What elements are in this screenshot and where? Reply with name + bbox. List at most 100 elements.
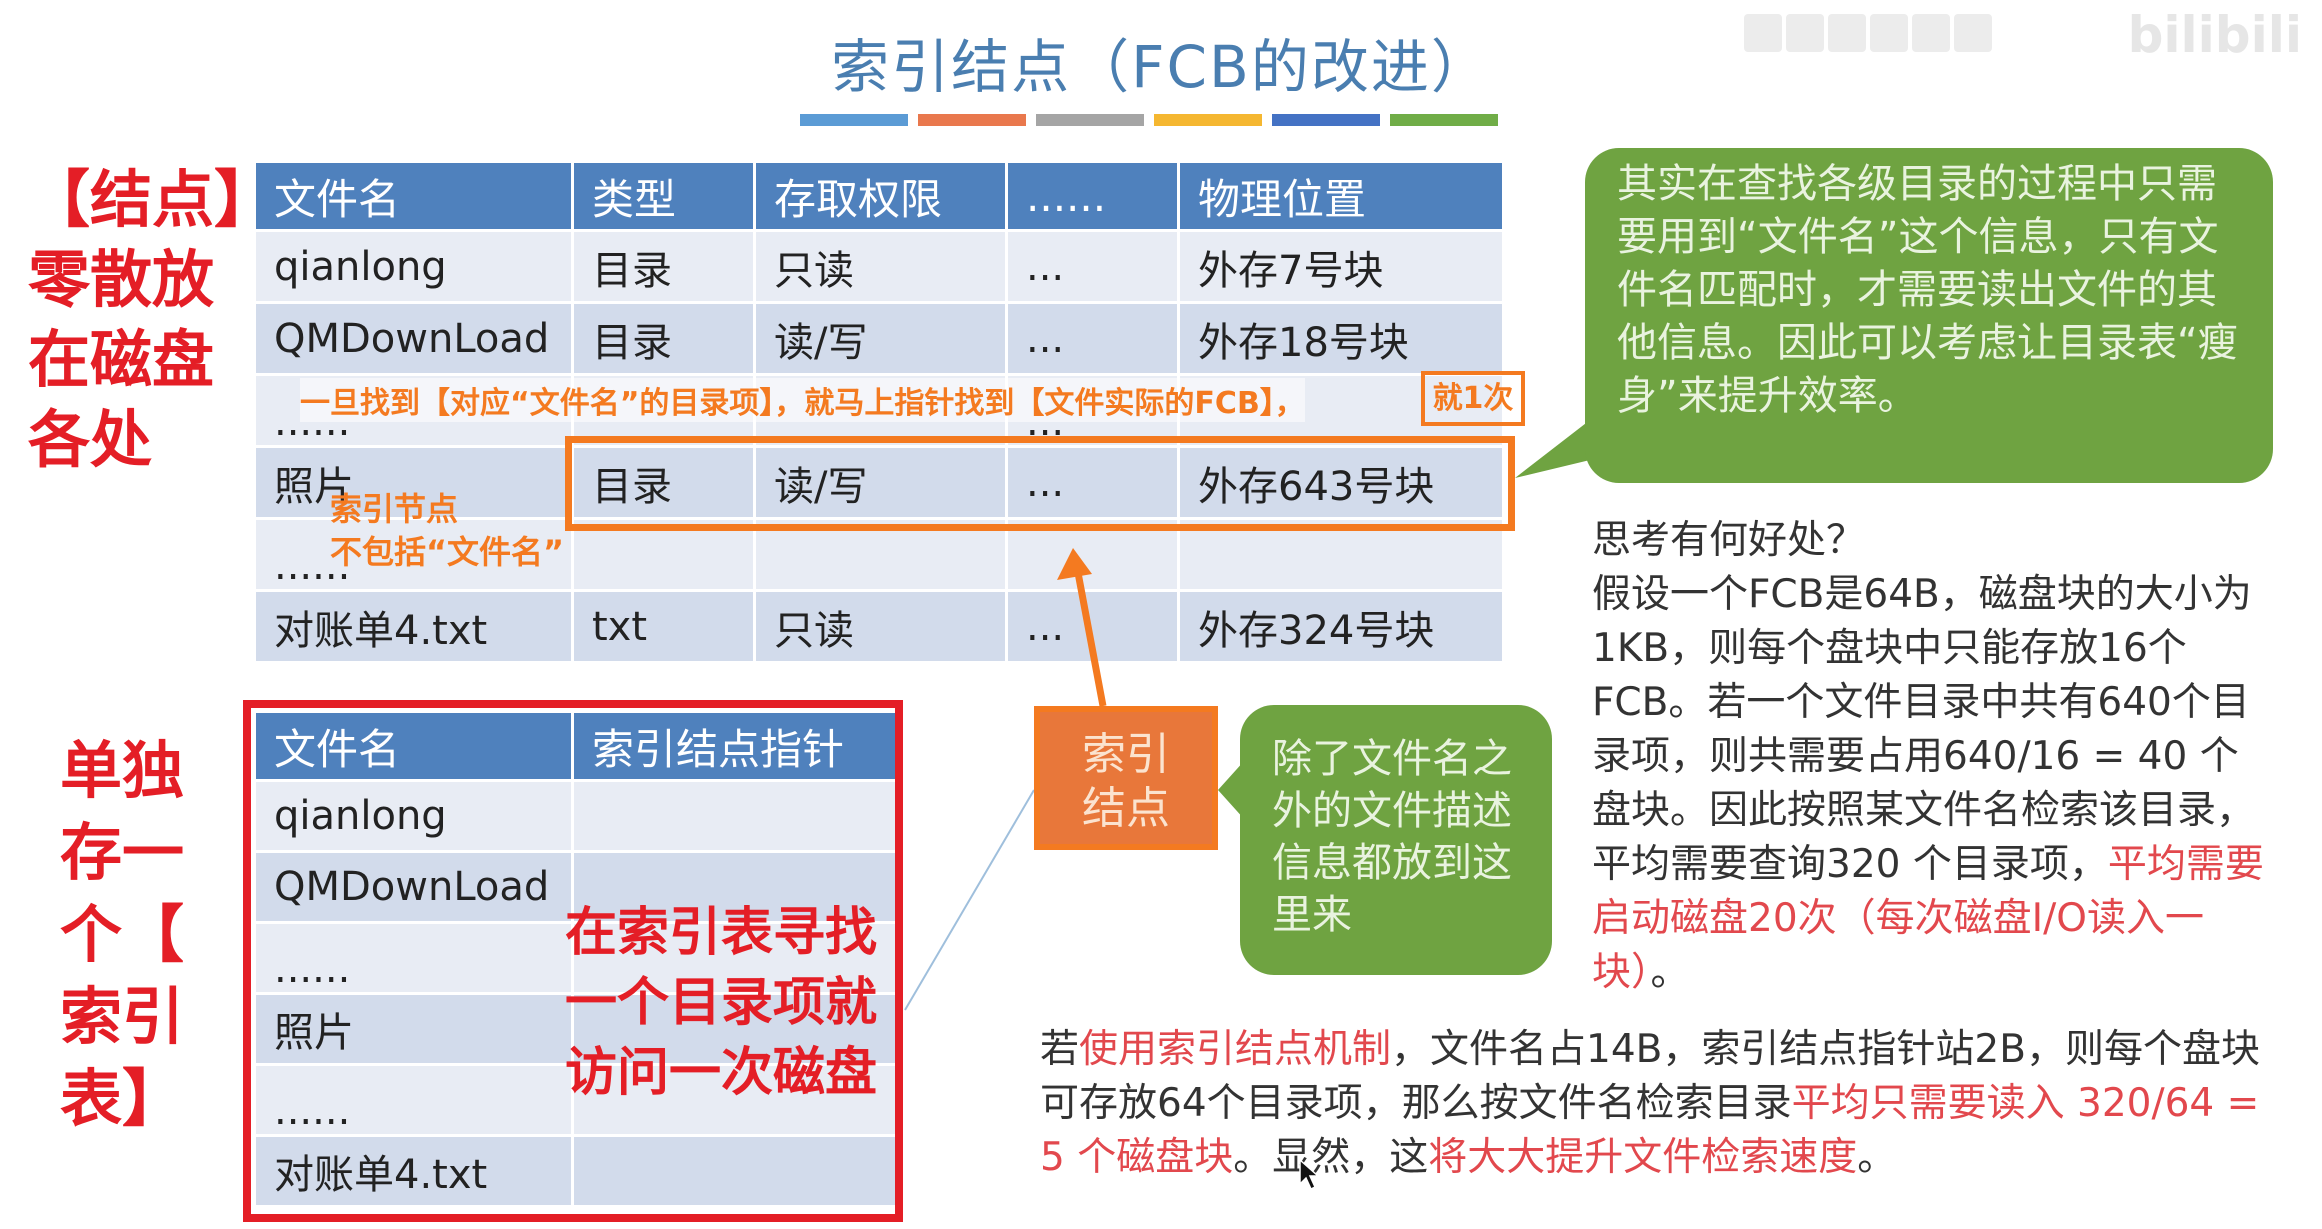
cell: ... xyxy=(1005,589,1180,664)
header-filename: 文件名 xyxy=(253,160,574,232)
cell: 对账单4.txt xyxy=(253,589,574,664)
label-nodes-scattered: 【结点】 零散放 在磁盘 各处 xyxy=(28,160,276,480)
header-filename: 文件名 xyxy=(253,710,574,782)
cell xyxy=(571,1134,899,1208)
title-color-bar xyxy=(1390,114,1498,126)
header-location: 物理位置 xyxy=(1177,160,1505,232)
analysis-question: 思考有何好处？ xyxy=(1592,518,1866,563)
cell xyxy=(571,1063,899,1137)
label-line: 各处 xyxy=(28,403,153,476)
label-line: 在磁盘 xyxy=(28,323,215,396)
bubble-tail xyxy=(1218,760,1245,820)
title-color-bar xyxy=(1154,114,1262,126)
cell: 目录 xyxy=(571,445,756,520)
label-separate-index: 单独 存一 个【 索引 表】 xyxy=(60,730,184,1140)
note-line: 访问一次磁盘 xyxy=(565,1043,878,1103)
analysis-body: 假设一个FCB是64B，磁盘块的大小为1KB，则每个盘块中只能存放16个FCB。… xyxy=(1592,572,2256,887)
mouse-cursor-icon xyxy=(1299,1158,1320,1191)
note-line: 在索引表寻找 xyxy=(565,903,878,963)
box-line: 结点 xyxy=(1082,783,1170,834)
box-line: 索引 xyxy=(1082,729,1170,780)
cell xyxy=(571,921,899,995)
title-color-bars xyxy=(800,114,1498,126)
table-row: ...... xyxy=(253,921,899,995)
cell: 外存7号块 xyxy=(1177,229,1505,304)
table-row: qianlong xyxy=(253,779,899,853)
analysis-text: 思考有何好处？ 假设一个FCB是64B，磁盘块的大小为1KB，则每个盘块中只能存… xyxy=(1592,514,2272,1000)
cell: qianlong xyxy=(253,779,574,853)
table-row: QMDownLoad 目录 读/写 ... 外存18号块 xyxy=(253,301,1505,376)
highlight-row-box xyxy=(565,436,1515,531)
text-run: 。 xyxy=(1857,1135,1897,1180)
page-title: 索引结点（FCB的改进） xyxy=(831,33,1491,101)
cell: QMDownLoad xyxy=(253,301,574,376)
label-line: 存一 xyxy=(60,816,185,889)
header-type: 类型 xyxy=(571,160,756,232)
callout-slim-directory: 其实在查找各级目录的过程中只需要用到“文件名”这个信息，只有文件名匹配时，才需要… xyxy=(1585,148,2273,483)
cell xyxy=(571,850,899,924)
header-more: ...... xyxy=(1005,160,1180,232)
table-row: qianlong 目录 只读 ... 外存7号块 xyxy=(253,229,1505,304)
label-line: 表】 xyxy=(60,1062,185,1135)
table-row: 对账单4.txt txt 只读 ... 外存324号块 xyxy=(253,589,1505,664)
table-row-photo: 照片 目录 读/写 ... 外存643号块 xyxy=(253,445,1505,520)
cell: ...... xyxy=(253,517,574,592)
cell: ... xyxy=(1005,445,1180,520)
pointer-line xyxy=(904,789,1035,1011)
conclusion-text: 若使用索引结点机制，文件名占14B，索引结点指针站2B，则每个盘块可存放64个目… xyxy=(1040,1023,2280,1185)
title-color-bar xyxy=(1272,114,1380,126)
cell: 外存643号块 xyxy=(1177,445,1505,520)
analysis-highlight: 平均需要启动磁盘20次（每次磁盘I/O读入一块） xyxy=(1592,842,2264,995)
text-highlight: 使用索引结点机制 xyxy=(1079,1027,1392,1072)
table-row: 对账单4.txt xyxy=(253,1134,899,1208)
table-header-row: 文件名 类型 存取权限 ...... 物理位置 xyxy=(253,160,1505,232)
text-run: 。显然，这 xyxy=(1233,1135,1429,1180)
callout-other-info: 除了文件名之外的文件描述信息都放到这里来 xyxy=(1240,705,1552,975)
label-line: 索引 xyxy=(60,980,185,1053)
cell: QMDownLoad xyxy=(253,850,574,924)
label-line: 单独 xyxy=(60,734,185,807)
cell: ...... xyxy=(253,921,574,995)
index-node-box: 索引 结点 xyxy=(1034,706,1218,850)
cell: qianlong xyxy=(253,229,574,304)
text-highlight: 平均只需要读入 320/64 = 5 个磁盘块 xyxy=(1040,1081,2260,1180)
cell: 外存324号块 xyxy=(1177,589,1505,664)
table-header-row: 文件名 索引结点指针 xyxy=(253,710,899,782)
title-color-bar xyxy=(918,114,1026,126)
arrow-head-icon xyxy=(1057,548,1092,580)
label-line: 【结点】 xyxy=(28,163,277,236)
annotation-line: 不包括“文件名” xyxy=(330,533,565,571)
table-row: QMDownLoad xyxy=(253,850,899,924)
cell xyxy=(571,779,899,853)
title-color-bar xyxy=(800,114,908,126)
text-run: 若 xyxy=(1040,1027,1080,1072)
cell: 只读 xyxy=(753,589,1008,664)
cell: 照片 xyxy=(253,992,574,1066)
bilibili-logo-icon: bilibili xyxy=(2127,6,2302,64)
label-line: 个【 xyxy=(60,898,185,971)
cell: 照片 xyxy=(253,445,574,520)
cell: ... xyxy=(1005,301,1180,376)
cell: 只读 xyxy=(753,229,1008,304)
annotation-index-node: 索引节点 不包括“文件名” xyxy=(330,488,564,574)
header-pointer: 索引结点指针 xyxy=(571,710,899,782)
annotation-line: 索引节点 xyxy=(330,490,459,528)
cell: 外存18号块 xyxy=(1177,301,1505,376)
cell: ... xyxy=(1005,229,1180,304)
cell: 读/写 xyxy=(753,301,1008,376)
title-color-bar xyxy=(1036,114,1144,126)
table-row: ...... xyxy=(253,1063,899,1137)
note-line: 一个目录项就 xyxy=(565,973,878,1033)
arrow-line xyxy=(1072,561,1107,707)
text-run: ，文件名占14B，索引结点指针站2B，则每个盘块可存放64个目录项，那么按文件名… xyxy=(1040,1027,2260,1126)
header-access: 存取权限 xyxy=(753,160,1008,232)
table-row: 照片 xyxy=(253,992,899,1066)
annotation-pointer-line: 一旦找到【对应“文件名”的目录项】，就马上指针找到【文件实际的FCB】， xyxy=(300,378,1305,422)
label-line: 零散放 xyxy=(28,243,215,316)
index-table-highlight-box xyxy=(243,700,903,1222)
cell: 读/写 xyxy=(753,445,1008,520)
cell: 目录 xyxy=(571,301,756,376)
cell: ...... xyxy=(253,1063,574,1137)
watermark-blur xyxy=(1742,4,2087,64)
